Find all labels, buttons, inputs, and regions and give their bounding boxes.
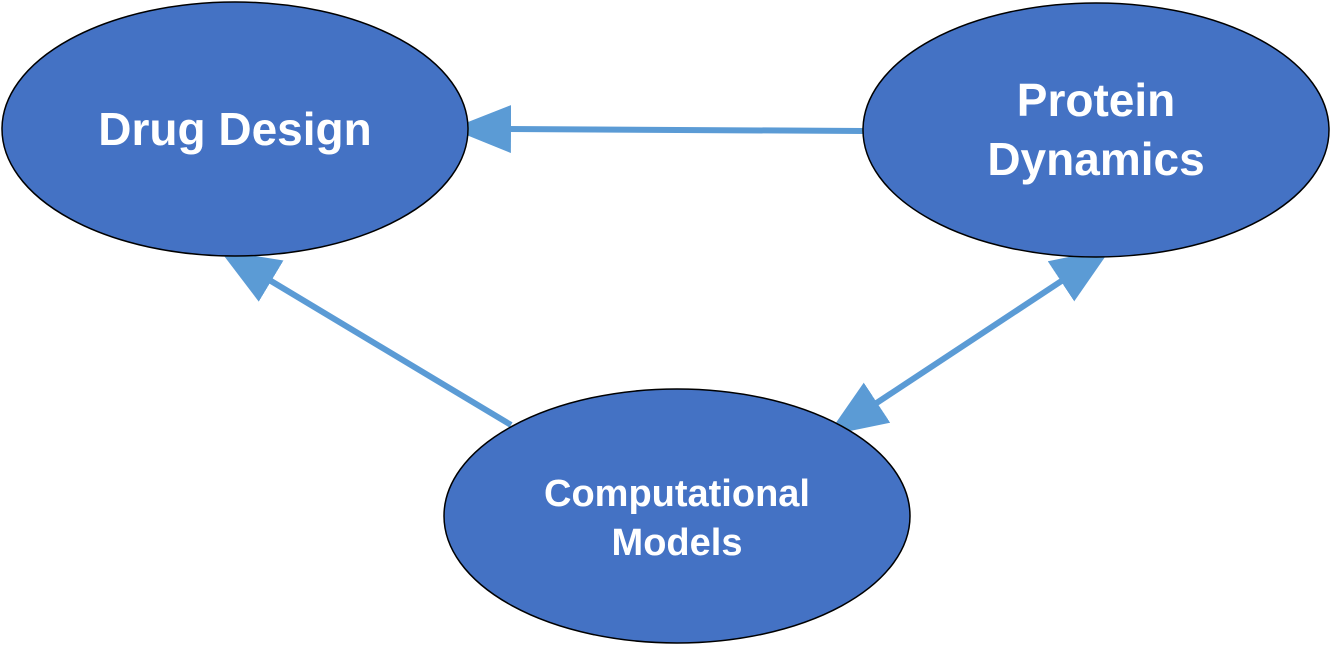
node-drug-design-shape — [1, 1, 469, 257]
edge-computational-models-to-drug-design — [219, 250, 513, 428]
node-protein-dynamics-label-line-2: Dynamics — [987, 133, 1204, 185]
node-drug-design[interactable]: Drug Design — [1, 1, 469, 257]
edges — [219, 105, 1112, 436]
node-computational-models-shape — [443, 388, 911, 644]
node-protein-dynamics-label-line-1: Protein — [1017, 74, 1175, 126]
edge-protein-dynamics-to-drug-design — [451, 105, 864, 154]
node-computational-models-label-line-2: Models — [612, 522, 743, 564]
node-drug-design-label: Drug Design — [98, 103, 371, 155]
node-protein-dynamics-shape — [862, 2, 1330, 258]
node-protein-dynamics[interactable]: Protein Dynamics — [862, 2, 1330, 258]
node-computational-models-label-line-1: Computational — [544, 473, 810, 515]
edge-computational-models-protein-dynamics — [826, 248, 1112, 436]
node-computational-models[interactable]: Computational Models — [443, 388, 911, 644]
